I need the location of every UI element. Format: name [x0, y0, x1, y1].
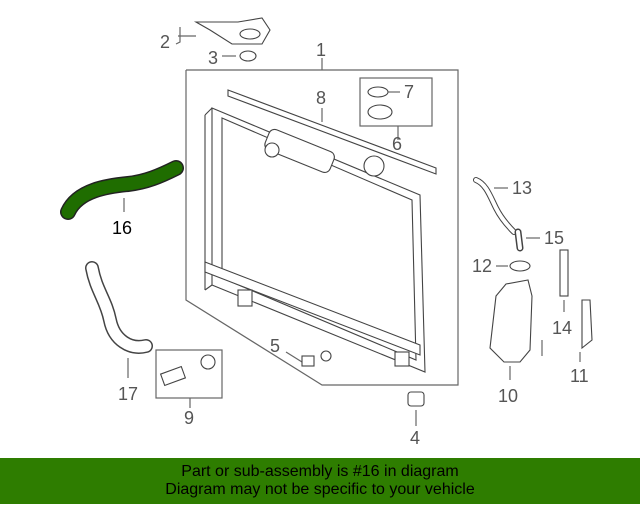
callout-15: 15 [544, 228, 564, 248]
callout-11: 11 [570, 366, 589, 386]
callout-1: 1 [316, 40, 326, 60]
seal-strip [227, 89, 437, 175]
callout-4: 4 [410, 428, 420, 448]
pipe [559, 249, 569, 312]
callout-17: 17 [118, 384, 138, 404]
bracket [193, 17, 271, 45]
parts-diagram: 1 2 3 4 5 6 7 8 9 10 11 12 13 14 15 16 1… [60, 17, 593, 448]
callout-9: 9 [184, 408, 194, 428]
part-info-banner: Part or sub-assembly is #16 in diagram D… [0, 458, 640, 504]
callout-2: 2 [160, 32, 170, 52]
banner-line-2: Diagram may not be specific to your vehi… [165, 481, 475, 498]
cap-box [359, 77, 433, 140]
banner-line-1: Part or sub-assembly is #16 in diagram [181, 463, 459, 480]
callout-3: 3 [208, 48, 218, 68]
callout-8: 8 [316, 88, 326, 108]
callout-10: 10 [498, 386, 518, 406]
callout-5: 5 [270, 336, 280, 356]
callout-12: 12 [472, 256, 492, 276]
radiator [204, 107, 426, 373]
lower-radiator-hose [85, 261, 153, 378]
callout-13: 13 [512, 178, 532, 198]
overflow-hose [473, 177, 517, 235]
callout-16: 16 [112, 218, 132, 238]
callout-14: 14 [552, 318, 572, 338]
drain-plug [285, 350, 332, 367]
radiator-assembly-box [185, 58, 459, 386]
cap [407, 391, 425, 426]
cushion [222, 50, 257, 62]
reservoir-bracket [579, 299, 593, 362]
reservoir-cap [496, 260, 531, 272]
callout-7: 7 [404, 82, 414, 102]
leader-lines [175, 27, 543, 356]
short-hose [514, 228, 540, 252]
callout-6: 6 [392, 134, 402, 154]
upper-radiator-hose [60, 160, 184, 220]
coolant-reservoir [489, 279, 533, 380]
sensor-box [155, 349, 223, 408]
